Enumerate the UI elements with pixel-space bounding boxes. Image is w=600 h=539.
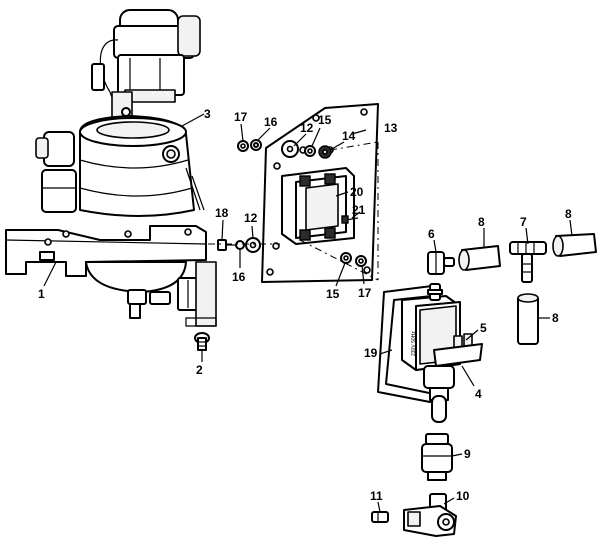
callout-16a: 16 [264,115,278,129]
callout-17b: 17 [358,286,372,300]
plate-fasteners [217,139,367,267]
part-6-fitting [427,251,455,275]
part-2-screw [194,332,210,351]
callout-19: 19 [364,346,378,360]
callout-6: 6 [428,227,435,241]
callout-1: 1 [38,287,45,301]
callout-18: 18 [215,206,229,220]
callout-3: 3 [204,107,211,121]
callout-9: 9 [464,447,471,461]
callout-21: 21 [352,203,366,217]
callout-4: 4 [475,387,482,401]
part-11-pin [371,511,389,523]
callout-labels: 1 2 3 4 5 6 7 8 8 8 9 10 11 12 12 13 14 … [38,107,572,503]
callout-14: 14 [342,129,356,143]
alignment-lines [208,141,379,281]
pump-coil-text: 230V 50Hz [411,331,417,356]
boiler [35,115,205,217]
callout-15a: 15 [318,113,332,127]
callout-8b: 8 [565,207,572,221]
part-20-switch [281,167,355,245]
lower-fittings [127,261,217,327]
part-8-tube-lower [517,293,539,345]
callout-12b: 12 [244,211,258,225]
part-4-pump: 230V 50Hz [377,283,483,423]
callout-11: 11 [370,489,383,503]
callout-13: 13 [384,121,398,135]
callout-15b: 15 [326,287,340,301]
leader-lines [43,113,573,513]
motor [91,9,201,105]
callout-7: 7 [520,215,527,229]
part-9-valve [421,433,453,481]
part-7-tee [509,241,547,283]
callout-20: 20 [350,185,364,199]
base-plate [5,225,207,277]
callout-12a: 12 [300,121,314,135]
callout-8a: 8 [478,215,485,229]
part-8-tube-right [552,233,597,257]
boiler-assembly [5,9,217,327]
callout-5: 5 [480,321,487,335]
callout-16b: 16 [232,270,246,284]
callout-8c: 8 [552,311,559,325]
part-8-tube-left [458,245,501,271]
part-10-elbow [403,493,457,537]
callout-2: 2 [196,363,203,377]
callout-10: 10 [456,489,470,503]
callout-17a: 17 [234,110,248,124]
